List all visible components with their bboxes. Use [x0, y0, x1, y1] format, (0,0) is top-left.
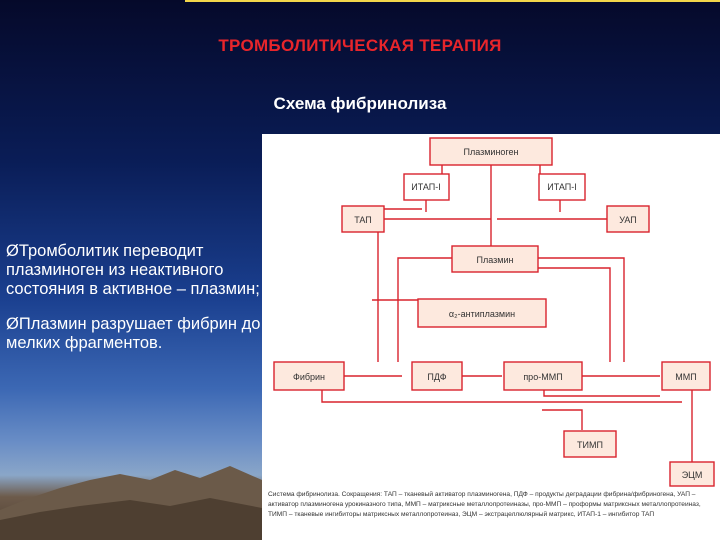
node-uap-label: УАП [619, 215, 637, 225]
fibrinolysis-figure: Плазминоген ИТАП-I ИТАП-I ТАП УАП Плазми… [262, 134, 720, 540]
node-tap: ТАП [341, 205, 385, 233]
arrow-plasmin-to-mmp [532, 267, 611, 362]
node-itap-left-label: ИТАП-I [411, 182, 441, 192]
bullet-list: ØТромболитик переводит плазминоген из не… [6, 242, 262, 369]
node-ecm-label: ЭЦМ [682, 470, 703, 480]
node-timp-label: ТИМП [577, 440, 603, 450]
node-pro-mmp-label: про-ММП [523, 372, 562, 382]
bullet-item: ØПлазмин разрушает фибрин до мелких фраг… [6, 315, 261, 352]
node-plasminogen-label: Плазминоген [463, 147, 518, 157]
node-antiplasmin-label: α₂-антиплазмин [449, 309, 515, 319]
arrow-fibrin-connector [321, 386, 682, 403]
node-antiplasmin: α₂-антиплазмин [417, 298, 547, 328]
node-mmp-label: ММП [675, 372, 696, 382]
node-mmp: ММП [661, 361, 711, 391]
node-timp: ТИМП [563, 430, 617, 458]
fibrinolysis-diagram: Плазминоген ИТАП-I ИТАП-I ТАП УАП Плазми… [273, 137, 715, 487]
arrow-plasmin-right [538, 257, 625, 362]
top-divider-line [185, 0, 720, 2]
slide-title: ТРОМБОЛИТИЧЕСКАЯ ТЕРАПИЯ [218, 36, 502, 55]
arrow-plasmin-left [397, 257, 460, 362]
bullet-item: ØТромболитик переводит плазминоген из не… [6, 242, 260, 298]
node-plasmin: Плазмин [451, 245, 539, 273]
node-uap: УАП [606, 205, 650, 233]
node-plasmin-label: Плазмин [477, 255, 514, 265]
diagram-arrows [321, 165, 693, 462]
node-fibrin-label: Фибрин [293, 372, 325, 382]
node-plasminogen: Плазминоген [429, 137, 553, 166]
node-itap-left: ИТАП-I [403, 173, 450, 201]
node-pdf: ПДФ [411, 361, 463, 391]
node-pro-mmp: про-ММП [503, 361, 583, 391]
arrow-timp-up [542, 409, 583, 430]
node-pdf-label: ПДФ [427, 372, 446, 382]
slide-subtitle: Схема фибринолиза [273, 94, 447, 113]
node-itap-right: ИТАП-I [538, 173, 586, 201]
node-ecm: ЭЦМ [669, 461, 715, 487]
figure-caption: Система фибринолиза. Сокращения: ТАП – т… [268, 491, 701, 518]
node-fibrin: Фибрин [273, 361, 345, 391]
node-itap-right-label: ИТАП-I [547, 182, 577, 192]
mountains-background [0, 466, 262, 540]
node-tap-label: ТАП [354, 215, 372, 225]
